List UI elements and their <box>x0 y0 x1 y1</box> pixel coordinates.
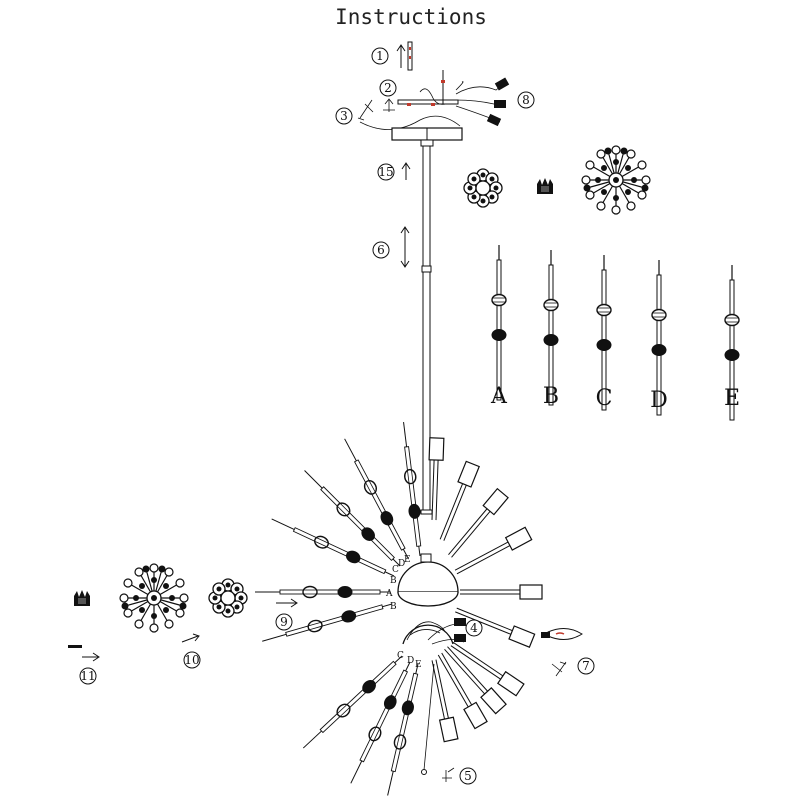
step-11-label: 11 <box>80 669 95 683</box>
pin-part <box>68 645 82 648</box>
rod-label-a: A <box>490 384 508 409</box>
flower-cup-part <box>463 168 503 208</box>
chandelier-body <box>255 421 543 796</box>
step-15-label: 15 <box>378 165 393 179</box>
step-1-label: 1 <box>376 49 384 63</box>
step-10-label: 10 <box>184 653 199 667</box>
rod-label-c: C <box>596 386 613 411</box>
socket-a-upper: A <box>385 589 393 599</box>
step-7-label: 7 <box>582 659 590 673</box>
socket-b-upper: B <box>390 576 397 586</box>
arrow-right-icon <box>181 633 200 643</box>
step-2-label: 2 <box>384 81 392 95</box>
step-6-label: 6 <box>377 243 385 257</box>
flower-cup-part <box>208 578 248 618</box>
arrow-right-icon <box>82 652 100 662</box>
double-arrow-icon <box>400 226 410 268</box>
step-3-label: 3 <box>340 109 348 123</box>
socket-d-lower: D <box>407 656 414 666</box>
crown-clip-part <box>537 178 553 194</box>
screwdriver-icon <box>383 98 395 112</box>
rod-b <box>544 250 558 405</box>
socket-b-lower: B <box>390 602 397 612</box>
page-title: Instructions <box>335 5 487 29</box>
screwdriver-icon <box>551 661 567 677</box>
step-5-label: 5 <box>464 769 472 783</box>
starburst-part <box>581 145 651 215</box>
socket-c-lower: C <box>397 651 404 661</box>
arrow-up-icon <box>396 44 406 68</box>
step-8-label: 8 <box>522 93 530 107</box>
step-4-label: 4 <box>470 621 478 635</box>
crown-clip-part <box>74 590 90 606</box>
rod-label-e: E <box>724 386 740 411</box>
rod-label-d: D <box>650 388 668 413</box>
rod-a <box>492 245 506 400</box>
screwdriver-icon <box>357 99 374 121</box>
down-rod <box>420 145 433 515</box>
mounting-crossbar <box>397 99 459 105</box>
socket-d-upper: D <box>398 559 405 569</box>
socket-e-lower: E <box>415 660 422 670</box>
starburst-part <box>119 563 189 633</box>
arrow-up-icon <box>401 162 411 180</box>
socket-e-upper: E <box>404 555 411 565</box>
bulb-icon <box>541 628 583 640</box>
step-9-label: 9 <box>280 615 288 629</box>
canopy-assembly: 1 2 3 8 <box>335 41 535 147</box>
arrow-right-icon <box>276 598 298 608</box>
rod-set <box>492 245 739 420</box>
screwdriver-icon <box>442 767 455 782</box>
rod-label-b: B <box>543 384 559 409</box>
socket-c-upper: C <box>392 565 399 575</box>
